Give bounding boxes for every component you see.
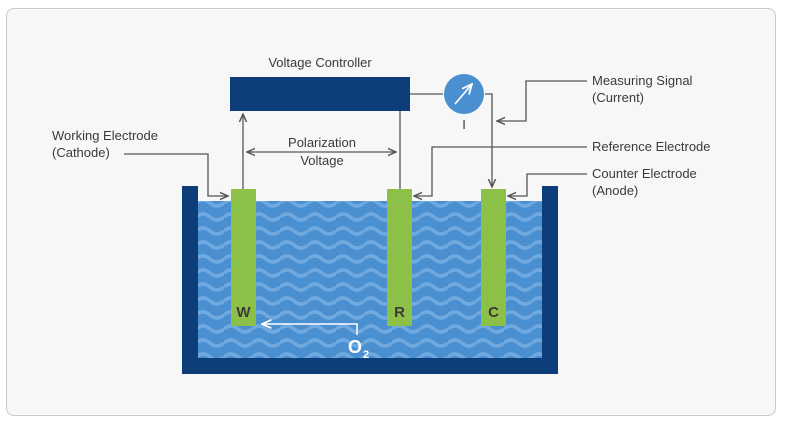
electrode-letter-r: R [394, 304, 405, 321]
ammeter-label: I [462, 117, 466, 132]
working-electrode-label-line1: Working Electrode [52, 128, 158, 143]
counter-electrode-label-line2: (Anode) [592, 183, 638, 198]
oxygen-subscript: 2 [363, 349, 369, 361]
working-electrode-label-line2: (Cathode) [52, 145, 110, 160]
tank-wall-right [542, 186, 558, 374]
connection-lines [243, 93, 492, 189]
electrode-working: W [231, 189, 256, 326]
callout-working: Working Electrode (Cathode) [52, 128, 228, 196]
measuring-signal-label-line2: (Current) [592, 90, 644, 105]
voltage-controller-box [230, 77, 410, 111]
oxygen-diffusion: O 2 [262, 324, 369, 361]
electrode-counter: C [481, 189, 506, 326]
callout-counter: Counter Electrode (Anode) [508, 166, 697, 198]
counter-electrode-label-line1: Counter Electrode [592, 166, 697, 181]
ammeter-icon [444, 74, 484, 114]
electrode-letter-w: W [236, 304, 251, 321]
polarization-voltage-label-line1: Polarization [288, 135, 356, 150]
reference-electrode-label: Reference Electrode [592, 139, 711, 154]
tank-bottom [182, 358, 558, 374]
polarization-voltage-label-line2: Voltage [300, 153, 343, 168]
callout-reference: Reference Electrode [414, 139, 711, 196]
tank-wall-left [182, 186, 198, 374]
oxygen-symbol: O [348, 337, 362, 357]
callout-measuring: Measuring Signal (Current) [497, 73, 693, 121]
electrode-reference: R [387, 189, 412, 326]
measuring-signal-label-line1: Measuring Signal [592, 73, 693, 88]
voltage-controller-label: Voltage Controller [268, 55, 372, 70]
electrode-letter-c: C [488, 304, 499, 321]
